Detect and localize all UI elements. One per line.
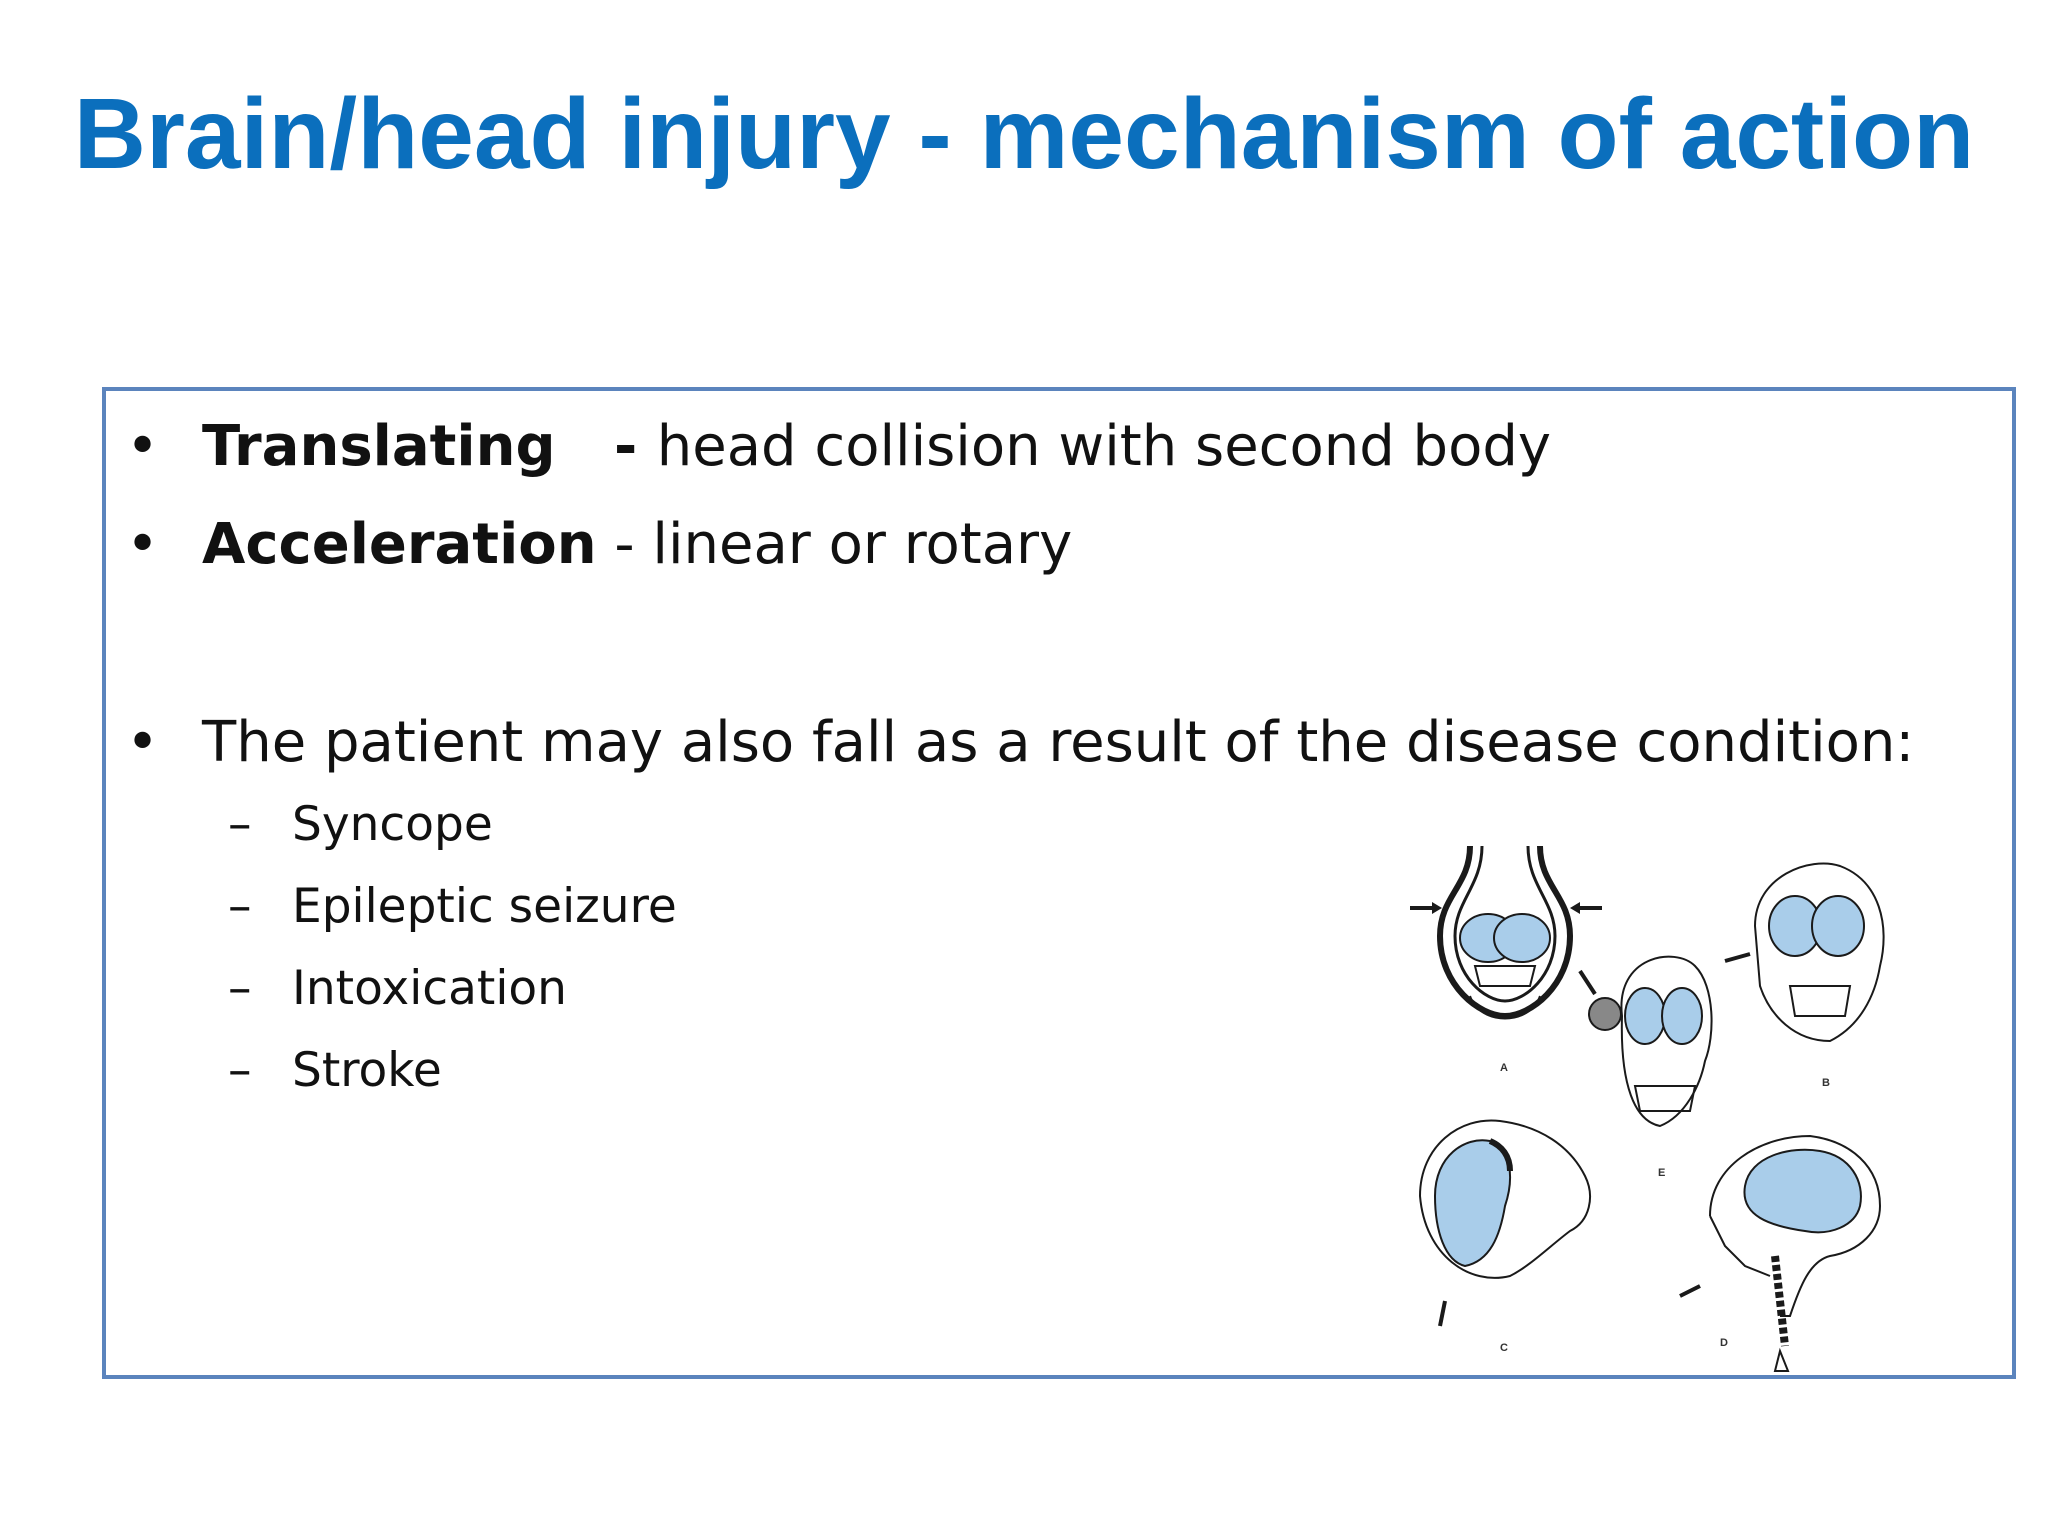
bullet-term: Translating <box>202 414 556 479</box>
bullet-dot: • <box>126 512 160 577</box>
bullet-dot: • <box>126 414 160 479</box>
sub-dash: – <box>228 879 252 934</box>
bullet-description: The patient may also fall as a result of… <box>202 710 1915 775</box>
bullet-description: head collision with second body <box>656 414 1552 479</box>
head-injury-illustration: A E B C D <box>1410 846 1885 1372</box>
sub-dash: – <box>228 1043 252 1098</box>
sub-dash: – <box>228 797 252 852</box>
panel-label-a: A <box>1500 1062 1508 1074</box>
slide-title: Brain/head injury - mechanism of action <box>73 78 1975 190</box>
bullet-dot: • <box>126 710 160 775</box>
sub-dash: – <box>228 961 252 1016</box>
bullet-term: Acceleration <box>202 512 597 577</box>
panel-label-c: C <box>1500 1342 1508 1354</box>
panel-label-e: E <box>1658 1167 1665 1179</box>
panel-label-b: B <box>1822 1077 1830 1089</box>
panel-d-head: D <box>1679 1134 1882 1372</box>
bullet-separator: - <box>555 414 657 479</box>
panel-c-head: C <box>1418 1119 1591 1354</box>
sub-item-label: Epileptic seizure <box>292 879 677 934</box>
content-box: • Translating - head collision with seco… <box>102 387 2016 1379</box>
sub-item-label: Intoxication <box>292 961 567 1016</box>
panel-e-head: E <box>1578 955 1713 1179</box>
panel-a-head: A <box>1410 846 1602 1074</box>
bullet-separator: - <box>596 512 653 577</box>
panel-label-d: D <box>1720 1337 1728 1349</box>
panel-b-head: B <box>1724 862 1885 1089</box>
sub-item-label: Syncope <box>292 797 493 852</box>
bullet-description: linear or rotary <box>652 512 1073 577</box>
sub-item-label: Stroke <box>292 1043 442 1098</box>
